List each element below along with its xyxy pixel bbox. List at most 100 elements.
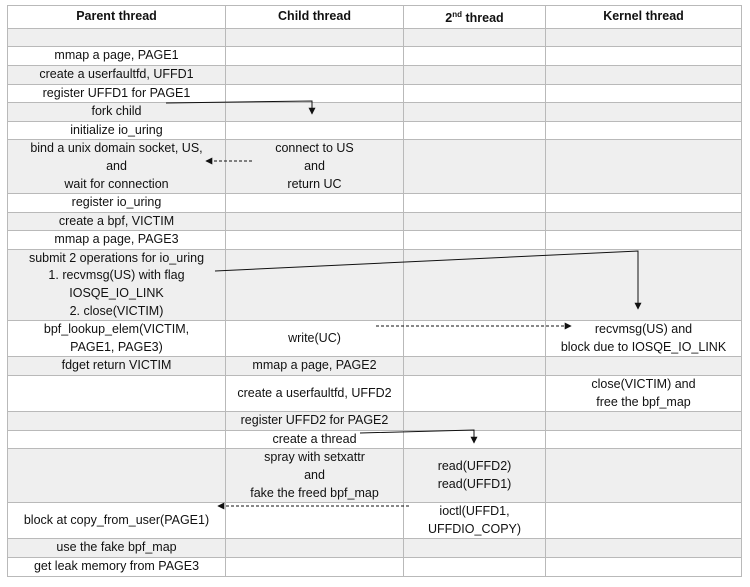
cell-child xyxy=(225,83,404,104)
header-second-thread: 2nd thread xyxy=(403,5,546,29)
table-row: register UFFD2 for PAGE2 xyxy=(7,411,742,431)
cell-kernel xyxy=(545,356,742,377)
cell-parent xyxy=(7,375,226,413)
cell-child xyxy=(225,211,404,232)
cell-kernel xyxy=(545,83,742,104)
cell-kernel xyxy=(545,193,742,213)
cell-text: and xyxy=(106,158,127,173)
cell-kernel xyxy=(545,411,742,431)
cell-text: 1. recvmsg(US) with flag xyxy=(48,268,185,283)
cell-kernel xyxy=(545,502,742,540)
cell-parent: mmap a page, PAGE1 xyxy=(7,46,226,66)
cell-child xyxy=(225,27,404,48)
cell-text: block at copy_from_user(PAGE1) xyxy=(23,512,210,527)
header-second-number: 2 xyxy=(445,11,453,26)
cell-text: 2. close(VICTIM) xyxy=(69,303,164,318)
cell-text: submit 2 operations for io_uring xyxy=(28,250,205,265)
table-row: create a thread xyxy=(7,429,742,450)
header-parent-thread: Parent thread xyxy=(7,5,226,29)
cell-child xyxy=(225,230,404,250)
cell-text: spray with setxattr xyxy=(264,450,365,465)
cell-parent: submit 2 operations for io_uring 1. recvm… xyxy=(7,248,226,322)
cell-text: wait for connection xyxy=(64,176,169,191)
sequence-body: mmap a page, PAGE1 create a userfaultfd,… xyxy=(7,27,742,577)
cell-text: and xyxy=(304,158,325,173)
table-row: create a userfaultfd, UFFD1 xyxy=(7,64,742,85)
cell-second xyxy=(403,556,546,577)
header-row: Parent thread Child thread 2nd thread Ke… xyxy=(7,5,742,29)
cell-kernel xyxy=(545,27,742,48)
cell-text: ioctl(UFFD1, xyxy=(439,504,510,519)
cell-child: create a userfaultfd, UFFD2 xyxy=(225,375,404,413)
cell-text: recvmsg(US) and xyxy=(594,322,693,337)
cell-text: fake the freed bpf_map xyxy=(250,485,379,500)
table-row: get leak memory from PAGE3 xyxy=(7,556,742,577)
cell-text: UFFDIO_COPY) xyxy=(427,521,522,536)
cell-second xyxy=(403,27,546,48)
cell-text: connect to US xyxy=(275,141,354,156)
cell-kernel: recvmsg(US) and block due to IOSQE_IO_LIN… xyxy=(545,320,742,358)
cell-second: read(UFFD2) read(UFFD1) xyxy=(403,448,546,504)
table-row: block at copy_from_user(PAGE1) ioctl(UFF… xyxy=(7,502,742,540)
cell-second xyxy=(403,538,546,558)
header-child-thread: Child thread xyxy=(225,5,404,29)
cell-kernel xyxy=(545,538,742,558)
cell-text: read(UFFD1) xyxy=(437,476,512,491)
cell-second xyxy=(403,64,546,85)
cell-text: mmap a page, PAGE3 xyxy=(54,232,179,247)
cell-child xyxy=(225,538,404,558)
cell-text: register io_uring xyxy=(71,195,162,210)
cell-text: create a thread xyxy=(272,431,357,446)
cell-text: close(VICTIM) and xyxy=(591,377,696,392)
cell-child xyxy=(225,556,404,577)
table-row: create a userfaultfd, UFFD2 close(VICTIM… xyxy=(7,375,742,413)
cell-child xyxy=(225,248,404,322)
header-second-suffix: nd xyxy=(452,10,463,19)
cell-kernel xyxy=(545,429,742,450)
cell-kernel xyxy=(545,139,742,195)
cell-text: fdget return VICTIM xyxy=(61,358,172,373)
cell-parent: bpf_lookup_elem(VICTIM,PAGE1, PAGE3) xyxy=(7,320,226,358)
cell-text: get leak memory from PAGE3 xyxy=(33,558,200,573)
table-row: register UFFD1 for PAGE1 xyxy=(7,83,742,104)
cell-child: register UFFD2 for PAGE2 xyxy=(225,411,404,431)
cell-text: PAGE1, PAGE3) xyxy=(70,339,163,354)
cell-text: register UFFD1 for PAGE1 xyxy=(42,85,191,100)
cell-second xyxy=(403,320,546,358)
cell-second xyxy=(403,375,546,413)
cell-second xyxy=(403,230,546,250)
table-row: mmap a page, PAGE3 xyxy=(7,230,742,250)
cell-parent: mmap a page, PAGE3 xyxy=(7,230,226,250)
cell-second xyxy=(403,248,546,322)
cell-second xyxy=(403,429,546,450)
cell-child: mmap a page, PAGE2 xyxy=(225,356,404,377)
cell-parent: get leak memory from PAGE3 xyxy=(7,556,226,577)
cell-child xyxy=(225,193,404,213)
table-row: fdget return VICTIM mmap a page, PAGE2 xyxy=(7,356,742,377)
cell-child: write(UC) xyxy=(225,320,404,358)
cell-second xyxy=(403,193,546,213)
cell-kernel xyxy=(545,120,742,141)
table-row: mmap a page, PAGE1 xyxy=(7,46,742,66)
cell-parent: initialize io_uring xyxy=(7,120,226,141)
cell-parent xyxy=(7,448,226,504)
table-row xyxy=(7,27,742,48)
cell-text: write(UC) xyxy=(288,331,341,346)
cell-child xyxy=(225,46,404,66)
cell-text: bind a unix domain socket, US, xyxy=(30,141,203,156)
cell-text: register UFFD2 for PAGE2 xyxy=(240,413,389,428)
cell-second xyxy=(403,46,546,66)
header-second-label: thread xyxy=(462,11,504,26)
cell-parent: create a bpf, VICTIM xyxy=(7,211,226,232)
cell-text: read(UFFD2) xyxy=(437,459,512,474)
cell-text: block due to IOSQE_IO_LINK xyxy=(560,339,727,354)
table-row: use the fake bpf_map xyxy=(7,538,742,558)
cell-parent: fork child xyxy=(7,102,226,122)
cell-text: create a userfaultfd, UFFD1 xyxy=(39,66,194,81)
cell-kernel xyxy=(545,448,742,504)
cell-kernel xyxy=(545,248,742,322)
cell-second xyxy=(403,139,546,195)
